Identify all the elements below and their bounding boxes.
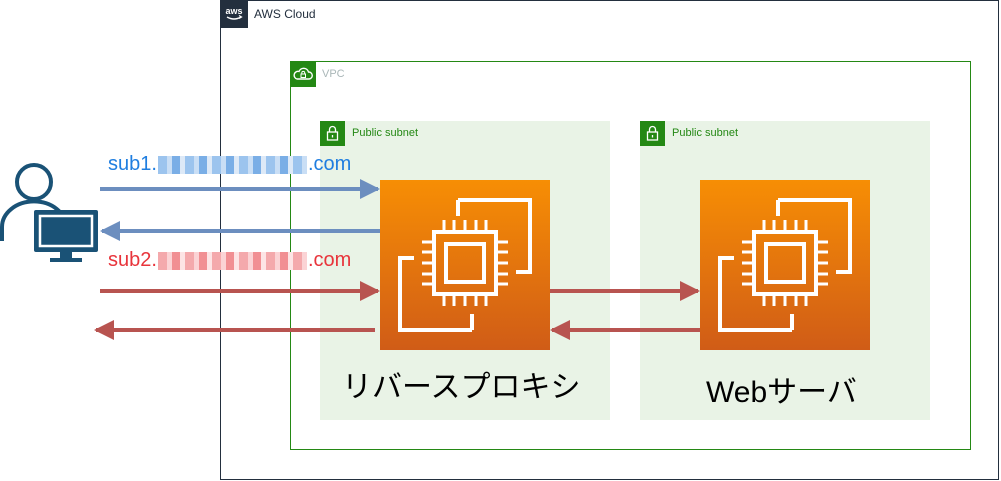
web-server-caption: Webサーバ bbox=[706, 376, 857, 409]
domain-label-sub1: sub1. .com bbox=[108, 153, 351, 176]
user-client-icon bbox=[0, 155, 100, 265]
domain-prefix: sub2. bbox=[108, 249, 157, 271]
subnet-label: Public subnet bbox=[352, 127, 419, 139]
subnet-label: Public subnet bbox=[672, 127, 739, 139]
aws-logo-text: aws bbox=[225, 6, 242, 16]
aws-logo-icon: aws bbox=[220, 0, 248, 28]
redacted-domain-mosaic bbox=[157, 251, 307, 270]
domain-suffix: .com bbox=[307, 249, 352, 271]
domain-prefix: sub1. bbox=[108, 153, 157, 175]
subnet-lock-icon bbox=[320, 121, 345, 146]
domain-label-sub2: sub2. .com bbox=[108, 249, 351, 272]
domain-suffix: .com bbox=[307, 153, 352, 175]
vpc-label: VPC bbox=[322, 68, 345, 80]
vpc-cloud-lock-icon bbox=[290, 61, 316, 87]
aws-cloud-label: AWS Cloud bbox=[254, 7, 316, 21]
reverse-proxy-caption: リバースプロキシ bbox=[342, 371, 581, 404]
subnet-lock-icon bbox=[640, 121, 665, 146]
ec2-instance-icon bbox=[700, 180, 870, 350]
redacted-domain-mosaic bbox=[157, 155, 307, 174]
aws-cloud-group bbox=[220, 0, 999, 480]
ec2-instance-icon bbox=[380, 180, 550, 350]
